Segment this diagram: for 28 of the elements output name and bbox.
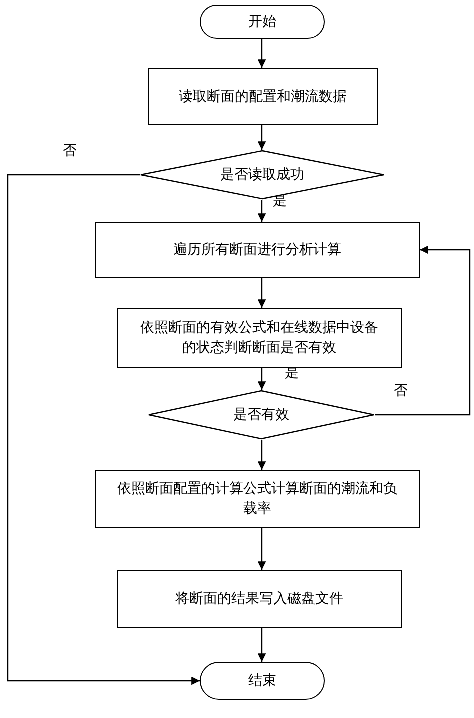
arrow <box>258 278 266 308</box>
process-box <box>95 222 420 278</box>
arrow <box>258 528 266 570</box>
terminal-text: 开始 <box>248 13 276 32</box>
process-box <box>117 570 402 628</box>
arrow <box>258 125 266 150</box>
edge-label: 否 <box>62 144 78 158</box>
process-box <box>117 308 402 368</box>
process-box <box>95 470 420 528</box>
process-text: 读取断面的配置和潮流数据 <box>179 88 347 106</box>
process-box <box>148 68 378 125</box>
decision-text: 是否有效 <box>234 406 290 425</box>
arrow <box>258 39 266 68</box>
arrow <box>258 200 266 222</box>
terminal-text: 结束 <box>248 672 276 691</box>
arrow <box>258 368 266 390</box>
terminal-box <box>200 5 325 39</box>
edge-label: 否 <box>393 384 409 398</box>
process-text: 遍历所有断面进行分析计算 <box>174 241 342 260</box>
decision-text: 是否读取成功 <box>220 166 304 185</box>
process-text: 依照断面的有效公式和在线数据中设备的状态判断断面是否有效 <box>140 319 380 358</box>
arrow <box>258 628 266 662</box>
arrow <box>7 174 200 686</box>
process-text: 将断面的结果写入磁盘文件 <box>176 590 344 609</box>
process-text: 依照断面配置的计算公式计算断面的潮流和负载率 <box>116 480 398 519</box>
terminal-box <box>200 662 325 700</box>
arrow <box>375 246 471 416</box>
arrow <box>258 440 266 470</box>
